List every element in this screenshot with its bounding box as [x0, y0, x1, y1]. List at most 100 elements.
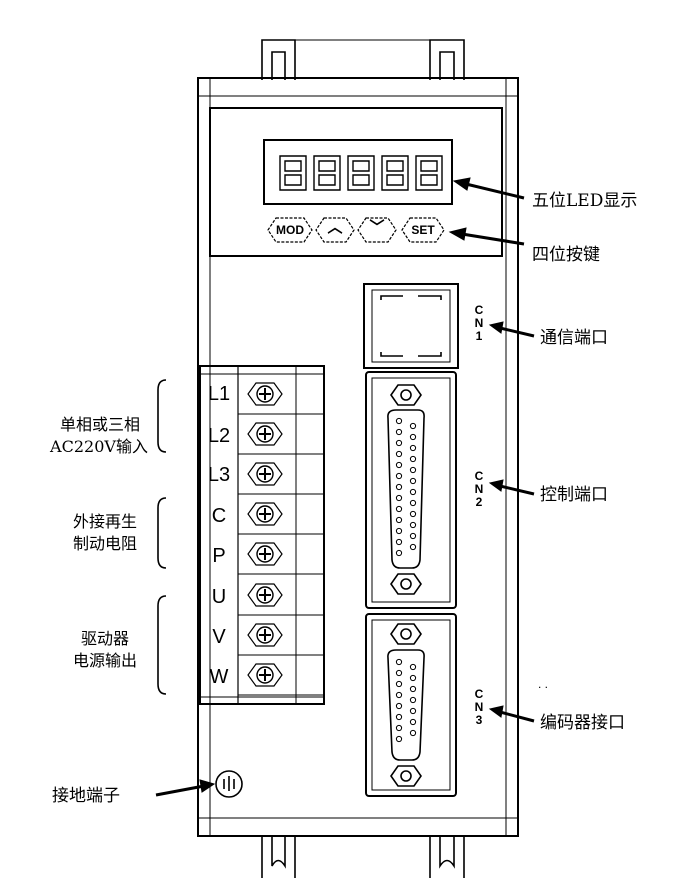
callout-ground: 接地端子 — [52, 786, 120, 806]
cn3-label: C N 3 — [474, 687, 484, 727]
cn3-pin-a8 — [395, 735, 403, 743]
cn2-pin-a2 — [395, 428, 403, 436]
terminal-label-u: U — [211, 586, 227, 608]
cn3-pin-b5 — [409, 707, 417, 715]
screw-head-2 — [256, 425, 274, 443]
terminal-label-v: V — [212, 626, 226, 648]
screw-slot-7 — [259, 629, 271, 641]
cn2-pin-b1 — [409, 422, 417, 430]
up-button[interactable]: ︿ — [327, 219, 343, 236]
cn2-pin-a11 — [395, 527, 403, 535]
screw-slot-5 — [259, 548, 271, 560]
brace-regen — [157, 497, 167, 569]
screw-head-5 — [256, 545, 274, 563]
cn3-pin-a4 — [395, 691, 403, 699]
set-button[interactable]: SET — [411, 223, 435, 237]
cn2-pin-a12 — [395, 538, 403, 546]
cn2-pin-a6 — [395, 472, 403, 480]
cn2-pin-b10 — [409, 521, 417, 529]
cn2-pin-a7 — [395, 483, 403, 491]
callout-display: 五位LED显示 — [532, 191, 638, 211]
screw-hex-5 — [247, 542, 283, 566]
cn2-pin-a3 — [395, 439, 403, 447]
cn2-pin-a9 — [395, 505, 403, 513]
screw-head-3 — [256, 465, 274, 483]
terminal-label-l3: L3 — [207, 464, 231, 486]
callout-encoder-port: 编码器接口 — [540, 713, 625, 733]
cn1-port — [363, 283, 459, 369]
terminal-label-c: C — [211, 505, 227, 527]
screw-hex-7 — [247, 623, 283, 647]
group-power-input-line1: 单相或三相 — [59, 415, 140, 434]
terminal-label-p: P — [212, 545, 226, 567]
cn3-pin-a1 — [395, 658, 403, 666]
screw-head-4 — [256, 505, 274, 523]
group-regen-line1: 外接再生 — [72, 512, 137, 531]
mod-button[interactable]: MOD — [276, 223, 304, 237]
screw-hex-6 — [247, 583, 283, 607]
cn3-pin-b2 — [409, 674, 417, 682]
terminal-label-w: W — [209, 666, 229, 688]
cn2-pin-b2 — [409, 433, 417, 441]
cn3-pin-a5 — [395, 702, 403, 710]
cn3-pin-b6 — [409, 718, 417, 726]
arrow-cn1 — [488, 321, 535, 338]
screw-hex-8 — [247, 663, 283, 687]
screw-slot-6 — [259, 589, 271, 601]
screw-head-6 — [256, 586, 274, 604]
cn3-pin-a6 — [395, 713, 403, 721]
cn2-pin-b3 — [409, 444, 417, 452]
screw-hex-1 — [247, 382, 283, 406]
cn2-port — [365, 371, 457, 609]
arrow-cn3 — [488, 705, 535, 723]
callout-keys: 四位按键 — [532, 245, 600, 265]
cn3-pin-b1 — [409, 663, 417, 671]
cn2-pin-a4 — [395, 450, 403, 458]
drive-body — [197, 77, 519, 837]
screw-hex-2 — [247, 422, 283, 446]
screw-head-1 — [256, 385, 274, 403]
group-power-input-line2: AC220V输入 — [50, 437, 148, 456]
ground-terminal — [215, 770, 243, 798]
cn2-label: C N 2 — [474, 469, 484, 509]
cn3-pin-a2 — [395, 669, 403, 677]
key-outline-1 — [267, 217, 313, 243]
screw-hex-4 — [247, 502, 283, 526]
arrow-cn2 — [488, 479, 535, 496]
cn2-pin-b7 — [409, 488, 417, 496]
cn3-pin-a7 — [395, 724, 403, 732]
cn3-pin-a3 — [395, 680, 403, 688]
cn3-pin-b4 — [409, 696, 417, 704]
cn2-pin-b6 — [409, 477, 417, 485]
cn3-pin-b7 — [409, 729, 417, 737]
led-digit-3 — [347, 155, 375, 191]
cn2-pin-b11 — [409, 532, 417, 540]
cn2-pin-a13 — [395, 549, 403, 557]
key-outline-2 — [315, 217, 355, 243]
down-button[interactable]: ﹀ — [369, 219, 385, 236]
led-digit-1 — [279, 155, 307, 191]
screw-hex-3 — [247, 462, 283, 486]
terminal-block — [199, 365, 325, 705]
screw-slot-2 — [259, 428, 271, 440]
screw-slot-4 — [259, 508, 271, 520]
brace-power-input — [157, 379, 167, 453]
bottom-mounting-bracket — [261, 835, 465, 878]
cn3-port — [365, 613, 457, 797]
group-motor-output-line2: 电源输出 — [72, 651, 137, 670]
screw-slot-3 — [259, 468, 271, 480]
screw-slot-1 — [259, 388, 271, 400]
cn2-pin-b5 — [409, 466, 417, 474]
cn2-pin-a10 — [395, 516, 403, 524]
brace-motor-output — [157, 595, 167, 695]
callout-control-port: 控制端口 — [540, 485, 608, 505]
arrow-ground — [155, 779, 216, 797]
cn3-dots: . . — [537, 677, 548, 691]
cn2-pin-a8 — [395, 494, 403, 502]
callout-comm-port: 通信端口 — [540, 328, 608, 348]
key-outline-4 — [401, 217, 445, 243]
terminal-label-l2: L2 — [207, 425, 231, 447]
terminal-label-l1: L1 — [207, 383, 231, 405]
led-digit-5 — [415, 155, 443, 191]
